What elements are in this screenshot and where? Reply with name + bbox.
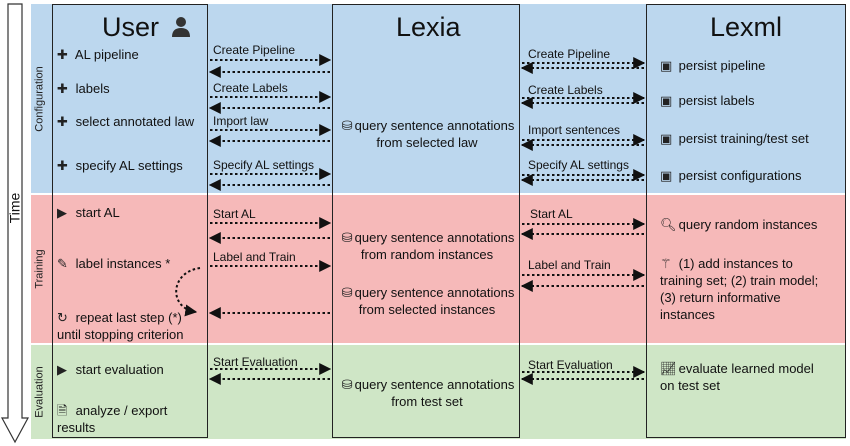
user-al-pipeline: ✚ AL pipeline: [57, 47, 139, 62]
user-title: User: [102, 12, 191, 43]
line-chart-icon: 📈︎: [660, 361, 677, 376]
lexml-column: [646, 4, 846, 438]
database-icon: ⛁: [341, 377, 353, 392]
band-divider: [31, 193, 846, 195]
play-icon: ▶: [57, 205, 67, 220]
play-icon: ▶: [57, 362, 67, 377]
arrow-label: Label and Train: [528, 258, 611, 272]
save-icon: ▣: [660, 131, 673, 146]
arrow-label: Label and Train: [213, 250, 296, 264]
user-labels: ✚ labels: [57, 81, 110, 96]
lexia-column: [332, 4, 520, 438]
lexml-persist-split: ▣ persist training/test set: [660, 131, 809, 146]
user-select-law: ✚ select annotated law: [57, 114, 195, 129]
database-icon: ⛁: [341, 118, 353, 133]
arrow-label: Create Pipeline: [528, 47, 611, 61]
lexml-persist-pipeline: ▣ persist pipeline: [660, 58, 766, 73]
arrow-label: Start AL: [213, 207, 256, 221]
database-icon: ⛁: [341, 285, 353, 300]
evaluation-band: [31, 344, 846, 439]
arrow-label: Specify AL settings: [528, 158, 629, 172]
lexml-query-random: 🔍︎ query random instances: [660, 217, 818, 232]
arrow-label: Import sentences: [528, 123, 621, 137]
arrow-label: Create Labels: [213, 81, 288, 95]
redo-icon: ↻: [57, 310, 68, 325]
save-icon: ▣: [660, 93, 673, 108]
lexml-persist-config: ▣ persist configurations: [660, 168, 802, 183]
lexml-title: Lexml: [710, 12, 783, 42]
plus-icon: ✚: [57, 158, 68, 173]
user-label-instances: ✎ label instances *: [57, 256, 171, 271]
loop-arrow: [175, 267, 201, 317]
lexia-title: Lexia: [396, 12, 461, 42]
file-icon: 🗎: [57, 403, 68, 418]
plus-icon: ✚: [57, 114, 68, 129]
lexml-persist-labels: ▣ persist labels: [660, 93, 755, 108]
edit-icon: ✎: [57, 256, 68, 271]
training-band: [31, 194, 846, 344]
arrow-label: Start Evaluation: [528, 358, 613, 372]
plus-icon: ✚: [57, 81, 68, 96]
arrow-label: Import law: [213, 114, 269, 128]
wand-icon: ⚚: [660, 256, 672, 271]
arrow-label: Create Pipeline: [213, 43, 296, 57]
database-icon: ⛁: [341, 230, 353, 245]
arrow-label: Create Labels: [528, 83, 603, 97]
arrow-label: Start Evaluation: [213, 355, 298, 369]
user-start-al: ▶ start AL: [57, 205, 120, 220]
save-icon: ▣: [660, 58, 673, 73]
user-repeat: ↻ repeat last step (*)until stopping cri…: [57, 310, 184, 342]
search-icon: 🔍︎: [660, 217, 677, 232]
configuration-band: [31, 4, 846, 194]
user-icon: [171, 17, 190, 37]
band-divider: [31, 343, 846, 345]
plus-icon: ✚: [57, 47, 68, 62]
user-specify-settings: ✚ specify AL settings: [57, 158, 183, 173]
user-start-evaluation: ▶ start evaluation: [57, 362, 164, 377]
arrow-label: Specify AL settings: [213, 158, 314, 172]
save-icon: ▣: [660, 168, 673, 183]
user-column: [52, 4, 208, 438]
arrow-label: Start AL: [530, 207, 573, 221]
